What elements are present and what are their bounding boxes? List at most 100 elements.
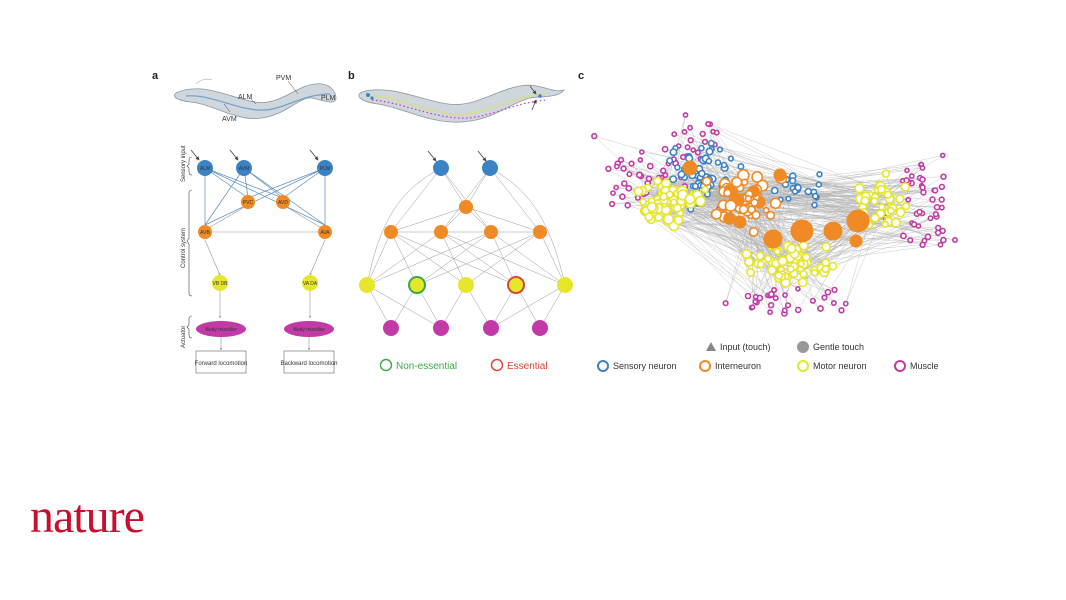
network-node	[690, 147, 697, 153]
network-node	[919, 176, 926, 183]
network-node	[815, 181, 822, 188]
network-node	[849, 234, 863, 248]
panel-a-edges	[204, 167, 326, 226]
network-node	[752, 293, 759, 300]
network-node	[679, 154, 687, 161]
network-node	[701, 185, 709, 194]
row-label-actuator: Actuator	[181, 326, 187, 348]
network-edge	[803, 264, 814, 301]
network-node	[895, 207, 906, 218]
network-node	[794, 306, 802, 314]
network-node	[749, 304, 756, 311]
legend-essential: Essential	[507, 361, 548, 372]
network-node	[669, 175, 678, 184]
network-node	[710, 208, 723, 220]
motor-neuron-icon	[797, 360, 809, 372]
network-node	[682, 160, 698, 176]
network-edge	[807, 219, 889, 263]
network-node	[919, 184, 926, 191]
network-node	[931, 187, 939, 194]
row-label-sensory: Sensory input	[181, 145, 187, 182]
worm-diagram-a: PVM ALM PLM AVM	[174, 75, 337, 123]
network-node	[890, 217, 902, 228]
network-node	[665, 190, 674, 199]
row-labels: Sensory input Control system Actuator	[181, 145, 193, 348]
network-node	[684, 193, 696, 205]
network-node	[751, 210, 761, 220]
network-node	[905, 196, 912, 203]
network-node	[767, 265, 777, 276]
network-edge	[803, 218, 931, 265]
network-node	[860, 196, 870, 206]
network-node	[738, 204, 749, 215]
brace-actuator	[186, 315, 193, 339]
network-node	[870, 213, 880, 223]
network-node	[744, 292, 752, 300]
node-label: VB DB	[212, 281, 228, 287]
network-node	[870, 197, 879, 206]
network-node	[886, 206, 895, 215]
brace-control	[186, 189, 193, 297]
network-edge	[678, 192, 728, 221]
panel-b-legend: Non-essential Essential	[379, 358, 548, 372]
network-node	[727, 155, 735, 162]
network-node	[804, 187, 813, 196]
network-edge	[709, 124, 887, 193]
network-node	[908, 173, 915, 179]
network-node	[881, 220, 889, 229]
network-node	[811, 192, 819, 200]
panel-a-edges-gray	[204, 204, 326, 351]
network-node	[605, 165, 612, 173]
network-edge	[803, 206, 882, 265]
network-node	[797, 260, 805, 268]
network-edge	[745, 197, 826, 270]
network-node	[939, 152, 946, 159]
network-node	[666, 157, 674, 165]
network-node	[617, 156, 625, 163]
network-node	[705, 121, 712, 128]
network-node	[934, 229, 942, 236]
network-node	[940, 173, 947, 180]
network-node	[811, 201, 818, 209]
network-node	[662, 213, 675, 225]
network-edge	[786, 207, 942, 277]
panel-c-legend: Input (touch) Gentle touch Sensory neuro…	[597, 341, 939, 372]
network-edge	[895, 222, 929, 237]
network-node	[763, 229, 783, 249]
worm-diagram-b	[358, 84, 566, 123]
node-label: VA DA	[303, 281, 318, 287]
network-node	[744, 256, 754, 267]
network-node	[610, 190, 616, 196]
network-edge	[658, 217, 802, 264]
network-node	[785, 195, 792, 202]
network-edge	[730, 158, 871, 196]
touch-arrows-a	[190, 149, 319, 161]
network-node	[809, 297, 817, 304]
network-nodes	[591, 112, 958, 317]
network-edge	[723, 191, 816, 197]
network-node	[716, 146, 724, 153]
network-edge	[792, 199, 933, 269]
network-node	[933, 203, 941, 211]
network-edge	[770, 200, 866, 216]
network-node	[740, 178, 749, 187]
network-node	[770, 186, 779, 195]
network-node	[705, 147, 714, 156]
network-node	[638, 149, 645, 155]
network-node	[731, 176, 743, 188]
network-node	[698, 169, 706, 178]
network-node	[661, 145, 669, 153]
network-node	[733, 215, 747, 229]
network-node	[767, 302, 775, 309]
touch-arrows-b	[427, 150, 487, 162]
legend-motor: Motor neuron	[813, 361, 867, 371]
node-label: Body muscles	[205, 327, 237, 333]
network-node	[707, 139, 715, 147]
panel-a-output-boxes: Forward locomotion Backward locomotion	[195, 350, 338, 374]
network-edge	[673, 225, 747, 255]
network-node	[756, 260, 765, 269]
network-node	[919, 241, 926, 249]
network-node	[824, 288, 832, 296]
network-node	[900, 182, 911, 192]
